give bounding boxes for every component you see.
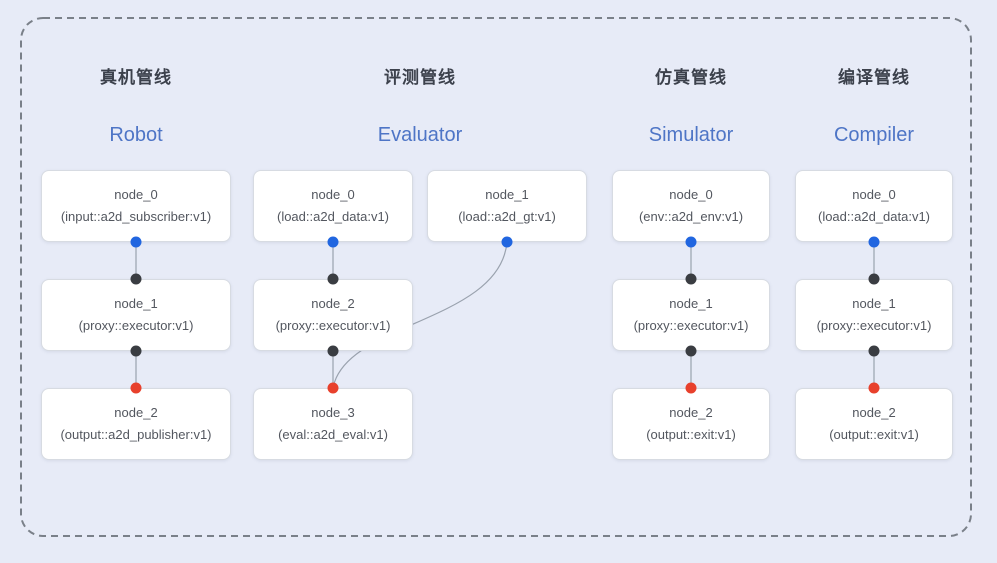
node-type: (env::a2d_env:v1): [638, 209, 744, 224]
port-dot-red: [685, 382, 697, 394]
pipeline-title-en-simulator: Simulator: [648, 124, 734, 146]
simulator-node-2: node_2 (output::exit:v1): [612, 388, 770, 460]
compiler-node-1: node_1 (proxy::executor:v1): [795, 279, 953, 351]
node-name: node_1: [114, 296, 158, 311]
evaluator-node-2: node_2 (proxy::executor:v1): [253, 279, 413, 351]
simulator-node-0: node_0 (env::a2d_env:v1): [612, 170, 770, 242]
node-name: node_2: [311, 296, 355, 311]
node-type: (load::a2d_data:v1): [276, 209, 390, 224]
pipeline-title-en-compiler: Compiler: [833, 124, 915, 146]
simulator-node-1: node_1 (proxy::executor:v1): [612, 279, 770, 351]
port-dot-blue: [685, 236, 697, 248]
node-type: (proxy::executor:v1): [275, 318, 391, 333]
port-dot-dark: [685, 273, 697, 285]
node-name: node_0: [669, 187, 713, 202]
node-type: (proxy::executor:v1): [78, 318, 194, 333]
port-dot-dark: [327, 273, 339, 285]
evaluator-node-1: node_1 (load::a2d_gt:v1): [427, 170, 587, 242]
node-type: (output::a2d_publisher:v1): [60, 427, 212, 442]
port-dot-red: [868, 382, 880, 394]
node-name: node_0: [114, 187, 158, 202]
port-dot-red: [327, 382, 339, 394]
port-dot-blue: [501, 236, 513, 248]
edge-evaluator-node1-node3-curve: [332, 241, 508, 389]
node-type: (proxy::executor:v1): [816, 318, 932, 333]
node-type: (load::a2d_gt:v1): [458, 209, 556, 224]
port-dot-red: [130, 382, 142, 394]
robot-node-2: node_2 (output::a2d_publisher:v1): [41, 388, 231, 460]
pipeline-title-zh-simulator: 仿真管线: [655, 68, 727, 87]
node-name: node_2: [669, 405, 713, 420]
pipeline-title-zh-compiler: 编译管线: [838, 68, 910, 87]
pipeline-title-zh-evaluator: 评测管线: [384, 68, 456, 87]
pipeline-title-zh-robot: 真机管线: [100, 68, 172, 87]
robot-node-0: node_0 (input::a2d_subscriber:v1): [41, 170, 231, 242]
port-dot-dark: [868, 273, 880, 285]
node-type: (eval::a2d_eval:v1): [278, 427, 388, 442]
port-dot-dark: [685, 345, 697, 357]
port-dot-dark: [868, 345, 880, 357]
node-type: (output::exit:v1): [829, 427, 919, 442]
port-dot-blue: [130, 236, 142, 248]
node-type: (proxy::executor:v1): [633, 318, 749, 333]
node-name: node_0: [852, 187, 896, 202]
node-name: node_1: [485, 187, 529, 202]
compiler-node-2: node_2 (output::exit:v1): [795, 388, 953, 460]
robot-node-1: node_1 (proxy::executor:v1): [41, 279, 231, 351]
evaluator-node-0: node_0 (load::a2d_data:v1): [253, 170, 413, 242]
compiler-node-0: node_0 (load::a2d_data:v1): [795, 170, 953, 242]
port-dot-dark: [130, 345, 142, 357]
node-name: node_3: [311, 405, 355, 420]
node-name: node_2: [852, 405, 896, 420]
node-type: (output::exit:v1): [646, 427, 736, 442]
node-type: (load::a2d_data:v1): [817, 209, 931, 224]
port-dot-dark: [130, 273, 142, 285]
node-name: node_2: [114, 405, 158, 420]
node-name: node_1: [669, 296, 713, 311]
port-dot-blue: [327, 236, 339, 248]
pipeline-title-en-evaluator: Evaluator: [377, 124, 463, 146]
pipeline-title-en-robot: Robot: [109, 124, 163, 146]
port-dot-dark: [327, 345, 339, 357]
dashed-frame: [20, 17, 972, 537]
port-dot-blue: [868, 236, 880, 248]
node-type: (input::a2d_subscriber:v1): [60, 209, 212, 224]
node-name: node_1: [852, 296, 896, 311]
node-name: node_0: [311, 187, 355, 202]
evaluator-node-3: node_3 (eval::a2d_eval:v1): [253, 388, 413, 460]
